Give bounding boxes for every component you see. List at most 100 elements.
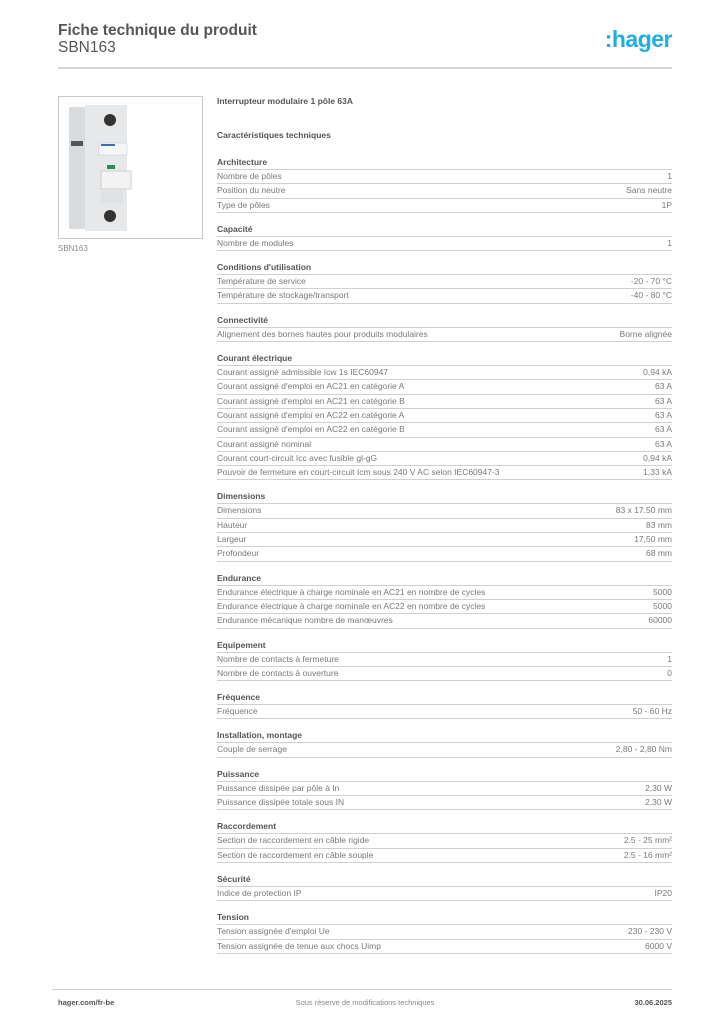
spec-group-title: Connectivité <box>217 314 672 328</box>
spec-label: Fréquence <box>217 706 258 717</box>
spec-heading: Caractéristiques techniques <box>217 130 331 140</box>
spec-value: 17,50 mm <box>634 534 672 545</box>
product-image <box>58 96 203 239</box>
spec-group-title: Architecture <box>217 156 672 170</box>
spec-label: Hauteur <box>217 519 248 530</box>
hager-logo: :hager <box>604 26 673 52</box>
spec-value: 50 - 60 Hz <box>632 706 672 717</box>
spec-value: 1 <box>667 237 672 248</box>
spec-label: Courant assigné d'emploi en AC21 en caté… <box>217 395 405 406</box>
spec-label: Position du neutre <box>217 185 286 196</box>
spec-label: Courant assigné d'emploi en AC21 en caté… <box>217 381 405 392</box>
spec-label: Courant assigné nominal <box>217 438 312 449</box>
spec-label: Nombre de contacts à ouverture <box>217 667 339 678</box>
spec-row: Section de raccordement en câble souple 2… <box>217 849 672 863</box>
spec-value: 2,30 W <box>645 782 672 793</box>
spec-label: Courant court-circuit Icc avec fusible g… <box>217 452 378 463</box>
spec-group-title: Endurance <box>217 572 672 586</box>
spec-row: Courant assigné d'emploi en AC21 en caté… <box>217 380 672 395</box>
spec-label: Alignement des bornes hautes pour produi… <box>217 328 428 339</box>
spec-label: Pouvoir de fermeture en court-circuit Ic… <box>217 467 500 478</box>
spec-value: 230 - 230 V <box>628 926 672 937</box>
spec-label: Type de pôles <box>217 199 270 210</box>
spec-row: Endurance électrique à charge nominale e… <box>217 586 672 600</box>
spec-row: Température de stockage/transport-40 - 8… <box>217 289 672 304</box>
spec-value: 1 <box>667 171 672 181</box>
spec-value: 0,94 kA <box>643 367 672 378</box>
spec-group-title: Raccordement <box>217 820 672 835</box>
spec-row: Nombre de modules 1 <box>217 237 672 252</box>
spec-label: Courant assigné d'emploi en AC22 en caté… <box>217 409 405 420</box>
modular-switch-image-icon <box>69 105 132 231</box>
spec-group-title: Equipement <box>217 639 672 653</box>
spec-row: Tension assignée d'emploi Ue 230 - 230 V <box>217 925 672 940</box>
spec-label: Puissance dissipée par pôle à In <box>217 782 340 793</box>
spec-row: Courant assigné admissible Icw 1s IEC609… <box>217 366 672 381</box>
spec-row: Endurance mécanique nombre de manœuvres 6… <box>217 614 672 629</box>
spec-value: -40 - 80 °C <box>630 290 672 301</box>
spec-label: Nombre de modules <box>217 237 294 248</box>
spec-value: 2,80 - 2,80 Nm <box>615 744 672 755</box>
spec-group-title: Fréquence <box>217 691 672 706</box>
spec-row: Puissance dissipée totale sous IN 2,30 W <box>217 796 672 811</box>
spec-group-title: Sécurité <box>217 873 672 887</box>
spec-label: Dimensions <box>217 505 262 516</box>
spec-label: Puissance dissipée totale sous IN <box>217 797 345 808</box>
spec-label: Section de raccordement en câble souple <box>217 849 374 860</box>
spec-value: 5000 <box>653 600 672 611</box>
spec-group-title: Conditions d'utilisation <box>217 261 672 276</box>
spec-label: Courant assigné d'emploi en AC22 en caté… <box>217 424 405 435</box>
spec-content: Interrupteur modulaire 1 pôle 63A Caract… <box>217 96 672 964</box>
spec-group-title: Capacité <box>217 223 672 237</box>
spec-label: Couple de serrage <box>217 744 287 755</box>
spec-row: Couple de serrage 2,80 - 2,80 Nm <box>217 743 672 758</box>
spec-label: Tension assignée d'emploi Ue <box>217 926 330 937</box>
spec-value: 63 A <box>654 395 672 406</box>
spec-value: 63 A <box>654 424 672 435</box>
spec-value: -20 - 70 °C <box>630 276 672 287</box>
footer-website[interactable]: hager.com/fr-be <box>58 998 115 1007</box>
spec-value: 2.5 - 16 mm² <box>623 849 672 860</box>
document-title: Fiche technique du produit <box>58 22 257 39</box>
spec-row: Alignement des bornes hautes pour produi… <box>217 328 672 343</box>
spec-label: Nombre de contacts à fermeture <box>217 653 339 664</box>
spec-value: IP20 <box>654 887 673 898</box>
spec-row: Température de service -20 - 70 °C <box>217 275 672 290</box>
spec-group-title: Tension <box>217 911 672 926</box>
spec-row: Courant court-circuit Icc avec fusible g… <box>217 452 672 467</box>
spec-value: 60000 <box>648 615 672 626</box>
spec-row: Fréquence 50 - 60 Hz <box>217 705 672 720</box>
spec-row: Type de pôles 1P <box>217 199 672 213</box>
spec-row: Courant assigné d'emploi en AC22 en caté… <box>217 409 672 424</box>
header-divider <box>58 67 672 69</box>
spec-value: 63 A <box>654 438 672 449</box>
spec-group-title: Installation, montage <box>217 729 672 744</box>
spec-label: Endurance mécanique nombre de manœuvres <box>217 615 393 626</box>
spec-value: 1 <box>667 653 672 664</box>
spec-value: 2.5 - 25 mm² <box>623 835 672 846</box>
spec-label: Endurance électrique à charge nominale e… <box>217 600 486 611</box>
spec-value: 6000 V <box>645 940 672 951</box>
spec-label: Température de service <box>217 276 306 287</box>
spec-value: 2,30 W <box>645 797 672 808</box>
spec-value: 1P <box>661 199 672 210</box>
spec-row: Tension assignée de tenue aux chocs Uimp… <box>217 940 672 954</box>
spec-row: Nombre de contacts à fermeture 1 <box>217 653 672 667</box>
